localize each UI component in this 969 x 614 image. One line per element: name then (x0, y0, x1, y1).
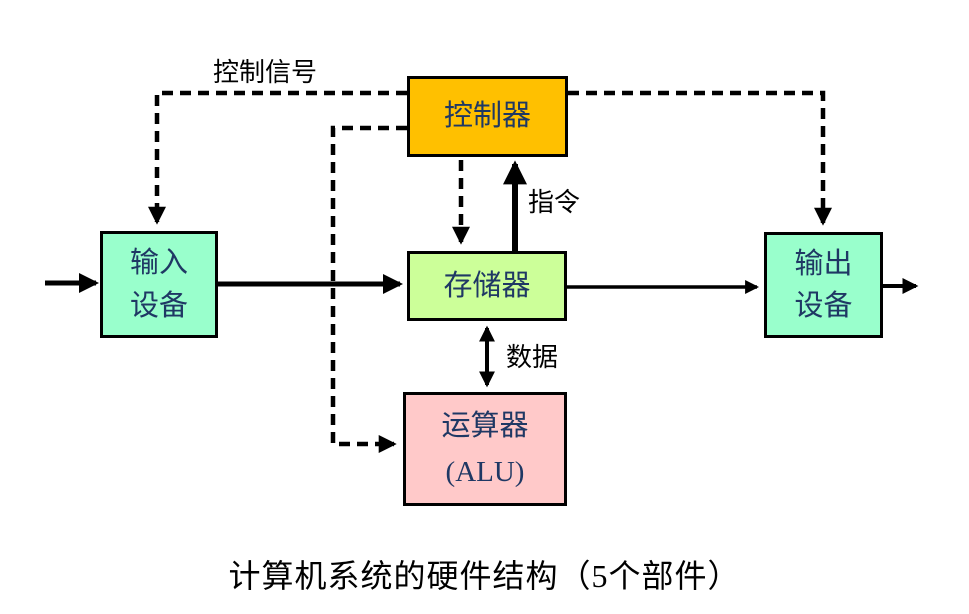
dashed-control-to-alu (330, 125, 407, 453)
alu-label-line1: 运算器 (441, 409, 529, 442)
output-device-label-line2: 设备 (794, 290, 853, 322)
controller-label: 控制器 (443, 100, 531, 133)
input-device-label-line1: 输入 (129, 247, 188, 280)
data-label: 数据 (506, 343, 559, 372)
input-device-label-line2: 设备 (129, 289, 188, 322)
control-signal-label: 控制信号 (213, 58, 318, 87)
input-device-block: 输入 设备 (100, 231, 218, 338)
output-device-label-line1: 输出 (794, 247, 853, 280)
dashed-control-to-output-device (568, 90, 832, 226)
diagram-caption: 计算机系统的硬件结构（5个部件） (228, 558, 741, 594)
alu-block: 运算器 (ALU) (403, 392, 567, 506)
memory-block: 存储器 (407, 251, 567, 321)
alu-label-line2: (ALU) (445, 456, 525, 488)
memory-label: 存储器 (443, 269, 531, 302)
controller-block: 控制器 (407, 76, 568, 157)
output-device-block: 输出 设备 (764, 232, 883, 338)
dashed-control-to-input-device (148, 90, 407, 225)
instruction-label: 指令 (528, 188, 581, 217)
